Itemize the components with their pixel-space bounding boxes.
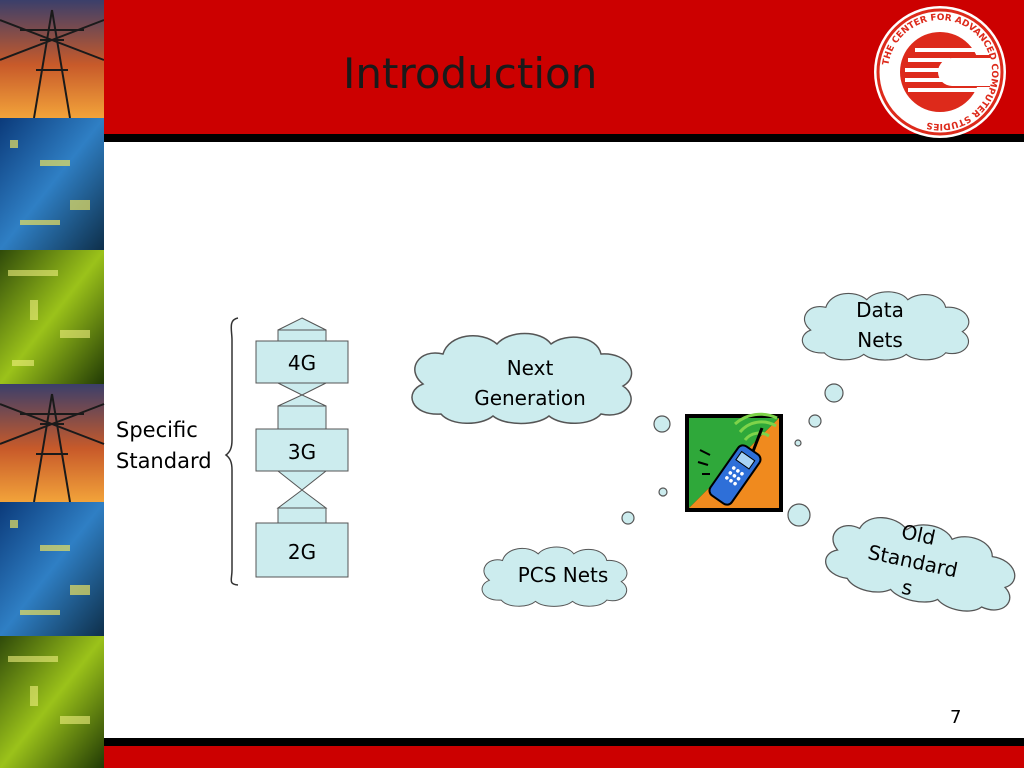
cloud-old-standards: Old Standard s xyxy=(820,504,1023,622)
arrow-shaft xyxy=(277,405,327,431)
left-decorative-strip xyxy=(0,0,105,768)
thought-bubble-dot xyxy=(824,383,844,403)
header-band xyxy=(104,0,1024,136)
power-tower-icon xyxy=(0,393,105,503)
cloud-next-generation-line2: Generation xyxy=(474,386,586,410)
bracket-label-line2: Standard xyxy=(116,449,212,473)
signal-waves-icon xyxy=(733,412,778,442)
page-number: 7 xyxy=(950,707,961,728)
up-arrow-top xyxy=(277,317,327,331)
circuit-board-detail xyxy=(10,520,90,615)
generation-box-2g xyxy=(255,522,349,578)
footer-band xyxy=(104,746,1024,768)
phone-antenna xyxy=(750,427,764,455)
thought-bubble-dot xyxy=(621,511,635,525)
thought-bubble-dot xyxy=(653,415,671,433)
generation-box-3g xyxy=(255,428,349,472)
thought-bubbles xyxy=(621,383,844,527)
circuit-board-detail xyxy=(8,656,90,724)
circuit-board-detail xyxy=(10,140,90,225)
generation-label-4g: 4G xyxy=(288,351,316,375)
double-arrow-4g-3g xyxy=(277,382,327,407)
mobile-phone-clipart xyxy=(685,412,783,512)
circuit-board-image xyxy=(0,636,104,768)
double-arrow-3g-2g xyxy=(276,470,328,509)
generation-label-3g: 3G xyxy=(288,440,316,464)
thought-bubble-dot xyxy=(808,414,822,428)
cloud-data-nets-line1: Data xyxy=(856,298,904,322)
generation-box-4g xyxy=(255,340,349,384)
cloud-old-standards-line3: s xyxy=(900,575,915,601)
cloud-data-nets-line2: Nets xyxy=(857,328,903,352)
page-title: Introduction xyxy=(343,49,597,98)
power-tower-image xyxy=(0,0,104,118)
generation-label-2g: 2G xyxy=(288,540,316,564)
circuit-board-image xyxy=(0,118,104,250)
header-stripe xyxy=(104,134,1024,142)
thought-bubble-dot xyxy=(658,487,668,497)
generation-stack: 4G 3G 2G xyxy=(255,317,349,578)
cloud-next-generation: Next Generation xyxy=(411,332,633,425)
footer-stripe xyxy=(104,738,1024,746)
arrow-shaft xyxy=(277,507,327,525)
cloud-data-nets: Data Nets xyxy=(801,290,970,361)
center-logo: THE CENTER FOR ADVANCED COMPUTER STUDIES xyxy=(874,6,1006,138)
thought-bubble-dot xyxy=(787,503,811,527)
vibration-lines-icon xyxy=(697,449,711,475)
bracket-label-line1: Specific xyxy=(116,418,198,442)
cloud-pcs-nets-label: PCS Nets xyxy=(518,563,609,587)
mobile-phone-icon xyxy=(708,444,762,506)
logo-c-cut xyxy=(952,58,992,86)
specific-standard-bracket xyxy=(224,317,239,586)
logo-outer-ring xyxy=(876,8,1004,136)
arrow-shaft xyxy=(277,329,327,343)
power-tower-icon xyxy=(0,9,105,119)
circuit-board-detail xyxy=(8,270,90,366)
cloud-pcs-nets: PCS Nets xyxy=(481,546,628,608)
thought-bubble-dot xyxy=(794,439,802,447)
cloud-next-generation-line1: Next xyxy=(507,356,554,380)
power-tower-image xyxy=(0,384,104,502)
